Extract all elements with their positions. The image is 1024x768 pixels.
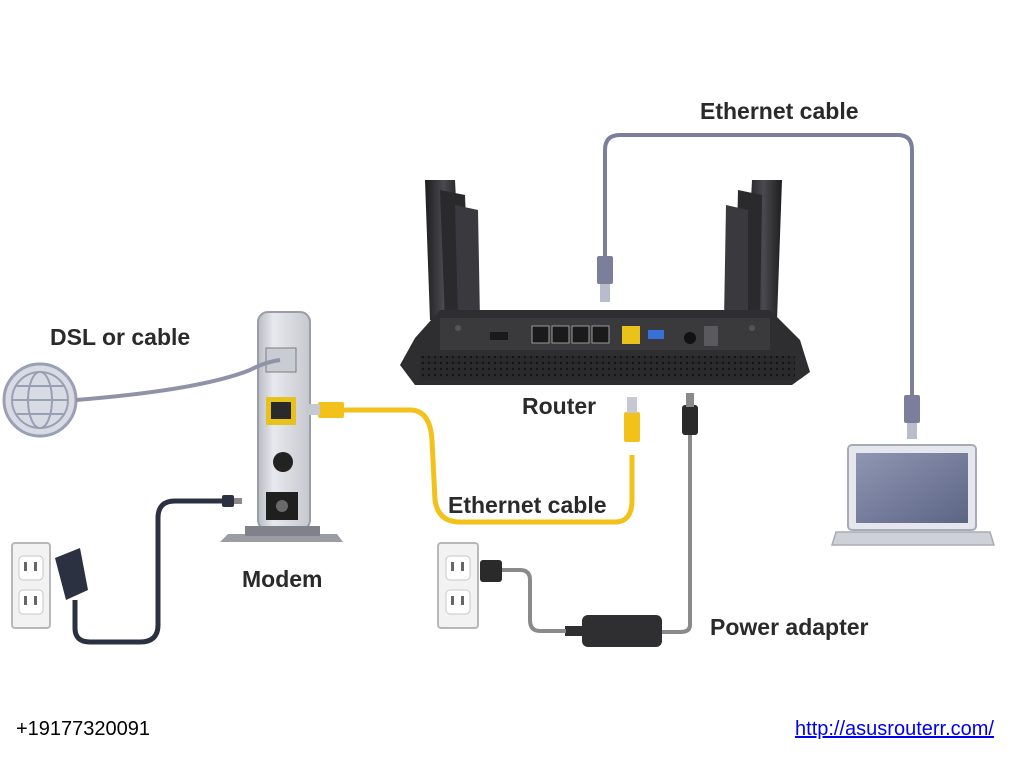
adapter-wall-plug — [480, 560, 502, 582]
dsl-cable — [75, 358, 281, 402]
ethernet-connector-top-right — [904, 395, 920, 439]
wall-outlet-left — [11, 542, 51, 629]
ethernet-connector-mid-left — [306, 402, 344, 418]
wall-outlet-right — [437, 542, 479, 629]
internet-globe-icon — [2, 362, 78, 438]
router-antenna — [724, 205, 748, 320]
label-dsl-or-cable: DSL or cable — [50, 324, 191, 350]
ethernet-cable-top — [603, 133, 914, 395]
ethernet-cable-mid — [340, 407, 635, 525]
ethernet-connector-mid-right — [624, 397, 640, 442]
label-ethernet-cable-mid: Ethernet cable — [448, 492, 607, 518]
router-lan-port — [531, 325, 550, 344]
modem — [220, 311, 343, 542]
laptop — [830, 444, 996, 546]
ethernet-connector-top-left — [597, 256, 613, 302]
modem-wall-plug — [55, 548, 88, 600]
label-power-adapter: Power adapter — [710, 614, 869, 640]
router-antenna — [455, 205, 480, 320]
label-router: Router — [522, 393, 597, 419]
router-usb-port — [648, 330, 664, 339]
footer-phone-number: +19177320091 — [16, 718, 151, 740]
power-adapter — [565, 615, 662, 647]
router-lan-port — [571, 325, 590, 344]
router-lan-port — [551, 325, 570, 344]
router-power-plug — [682, 393, 698, 435]
router-lan-port — [591, 325, 610, 344]
network-setup-diagram — [2, 133, 996, 647]
footer-website-link[interactable]: http://asusrouterr.com/ — [795, 718, 994, 740]
modem-button — [273, 452, 293, 472]
label-modem: Modem — [242, 566, 323, 592]
label-ethernet-cable-top: Ethernet cable — [700, 98, 859, 124]
router-power-jack — [684, 332, 696, 344]
router — [400, 180, 810, 385]
adapter-wall-cable — [500, 568, 566, 633]
modem-power-plug — [222, 495, 242, 507]
modem-power-cable — [72, 498, 222, 645]
router-wan-port — [622, 326, 640, 344]
router-power-cable — [650, 430, 692, 634]
